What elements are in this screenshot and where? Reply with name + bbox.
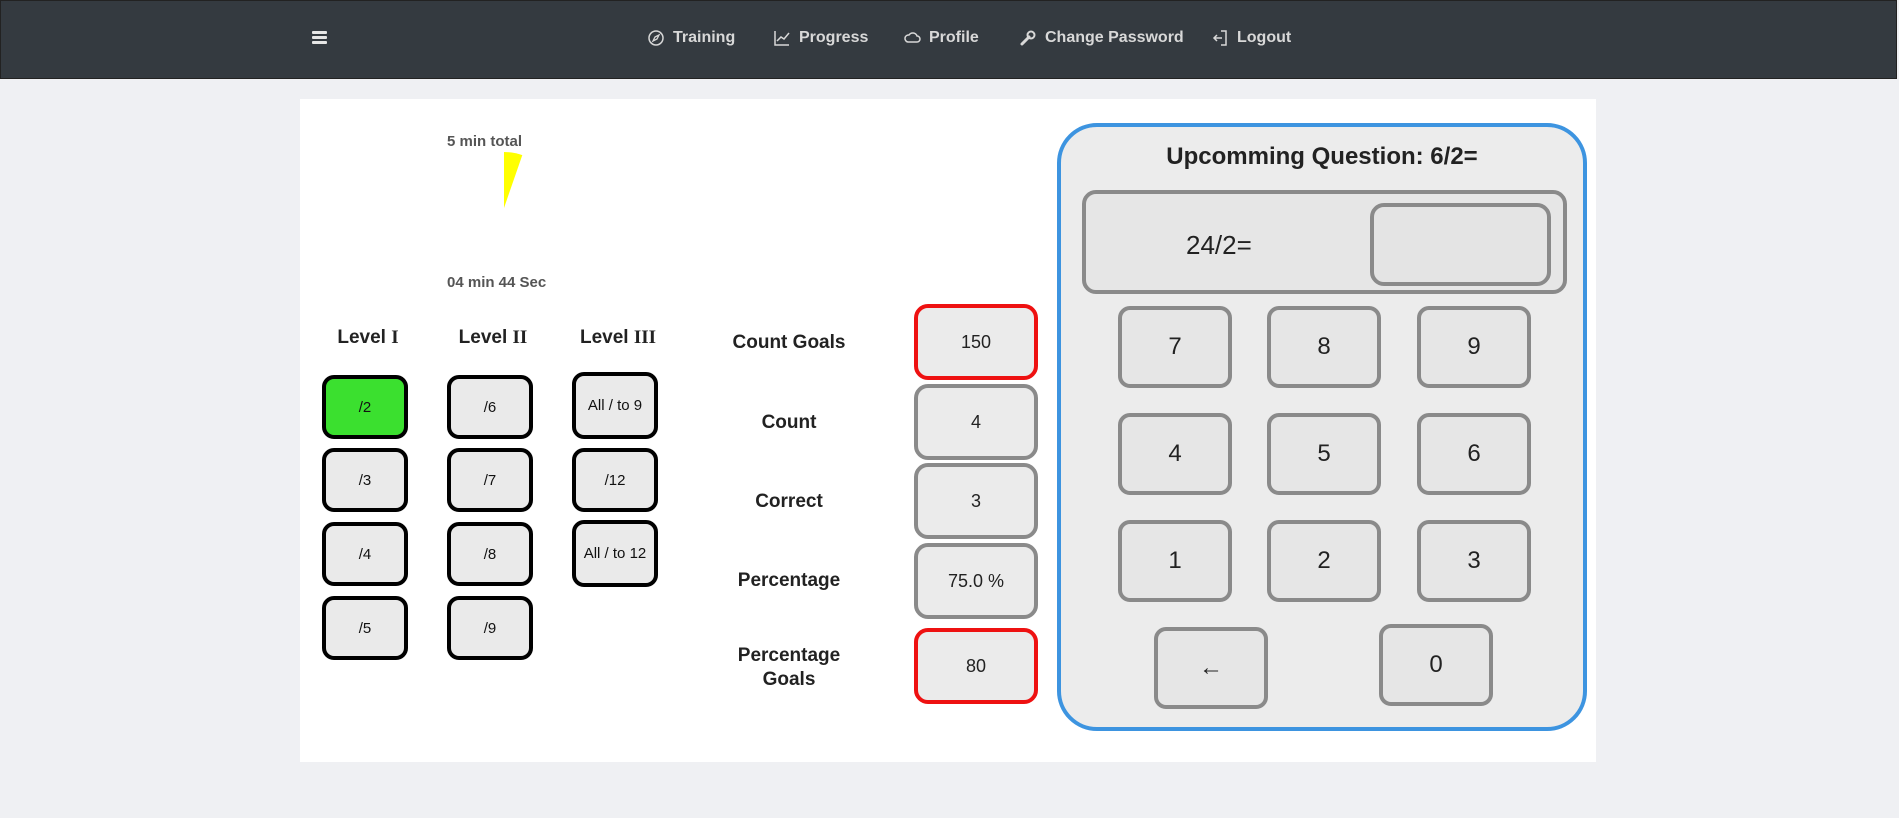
count-label: Count [761, 412, 817, 433]
level-3-divide-12-button[interactable]: /12 [572, 448, 658, 512]
wrench-icon [1020, 30, 1036, 46]
count-goals-label: Count Goals [732, 332, 846, 353]
level-2-prefix: Level [458, 327, 513, 348]
answer-input[interactable] [1370, 203, 1551, 286]
level-2-heading: Level II [443, 327, 543, 349]
key-6[interactable]: 6 [1417, 413, 1531, 495]
percentage-label: Percentage [737, 570, 841, 591]
correct-label: Correct [755, 491, 823, 512]
level-3-roman: III [633, 327, 657, 348]
current-question: 24/2= [1186, 230, 1252, 260]
level-1-divide-3-button[interactable]: /3 [322, 448, 408, 512]
count-value: 4 [914, 384, 1038, 460]
top-navbar: Training Progress Profile Change Passwor… [0, 0, 1897, 79]
upcoming-question: Upcomming Question: 6/2= [1166, 143, 1478, 170]
level-1-divide-2-button[interactable]: /2 [322, 375, 408, 439]
level-3-all-to-12-button[interactable]: All / to 12 [572, 520, 658, 587]
level-3-all-to-9-button[interactable]: All / to 9 [572, 372, 658, 439]
key-0[interactable]: 0 [1379, 624, 1493, 706]
percentage-value: 75.0 % [914, 543, 1038, 619]
level-1-roman: I [391, 327, 399, 348]
level-1-divide-5-button[interactable]: /5 [322, 596, 408, 660]
nav-logout-label: Logout [1237, 29, 1292, 46]
compass-icon [648, 30, 664, 46]
count-goals-input[interactable]: 150 [914, 304, 1038, 380]
level-2-roman: II [512, 327, 528, 348]
key-8[interactable]: 8 [1267, 306, 1381, 388]
key-1[interactable]: 1 [1118, 520, 1232, 602]
key-7[interactable]: 7 [1118, 306, 1232, 388]
level-1-heading: Level I [318, 327, 418, 349]
nav-logout[interactable]: Logout [1211, 29, 1291, 47]
level-3-heading: Level III [568, 327, 668, 349]
level-1-divide-4-button[interactable]: /4 [322, 522, 408, 586]
key-9[interactable]: 9 [1417, 306, 1531, 388]
timer-total-label: 5 min total [447, 133, 523, 150]
nav-training-label: Training [673, 29, 736, 46]
question-display: 24/2= [1082, 190, 1567, 294]
key-4[interactable]: 4 [1118, 413, 1232, 495]
backspace-key[interactable]: ← [1154, 627, 1268, 709]
keypad-panel: Upcomming Question: 6/2= 24/2= 7 8 9 4 5… [1057, 123, 1587, 731]
nav-profile[interactable]: Profile [903, 29, 979, 47]
level-2-divide-8-button[interactable]: /8 [447, 522, 533, 586]
nav-training[interactable]: Training [647, 29, 735, 47]
nav-links: Training Progress Profile Change Passwor… [1, 1, 1896, 78]
nav-profile-label: Profile [929, 29, 979, 46]
level-3-prefix: Level [579, 327, 634, 348]
hamburger-icon[interactable] [312, 31, 327, 45]
key-3[interactable]: 3 [1417, 520, 1531, 602]
percentage-goals-label: Percentage Goals [737, 645, 841, 690]
level-2-divide-7-button[interactable]: /7 [447, 448, 533, 512]
level-2-divide-6-button[interactable]: /6 [447, 375, 533, 439]
timer-remaining-label: 04 min 44 Sec [447, 274, 547, 291]
nav-progress[interactable]: Progress [773, 29, 868, 47]
level-1-prefix: Level [337, 327, 392, 348]
timer-pie-chart [504, 152, 523, 208]
nav-progress-label: Progress [799, 29, 869, 46]
nav-change-password-label: Change Password [1045, 29, 1184, 46]
cloud-icon [904, 32, 921, 43]
key-2[interactable]: 2 [1267, 520, 1381, 602]
nav-change-password[interactable]: Change Password [1019, 29, 1184, 47]
chart-line-icon [774, 31, 790, 46]
percentage-goals-input[interactable]: 80 [914, 628, 1038, 704]
correct-value: 3 [914, 463, 1038, 539]
timer-elapsed-wedge [504, 152, 523, 208]
logout-icon [1212, 30, 1227, 46]
key-5[interactable]: 5 [1267, 413, 1381, 495]
level-2-divide-9-button[interactable]: /9 [447, 596, 533, 660]
